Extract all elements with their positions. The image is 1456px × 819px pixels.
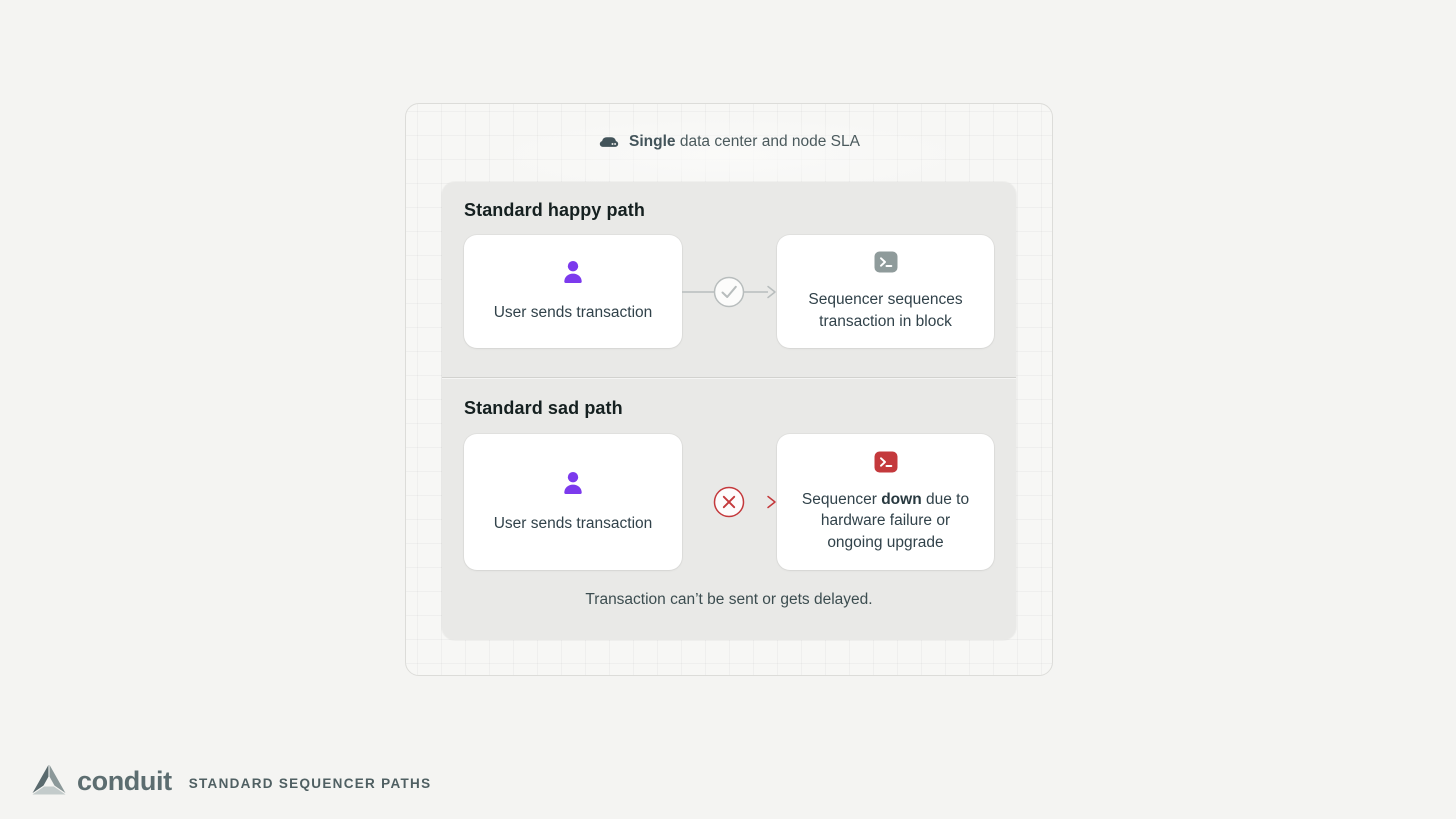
sequencer-node-label: Sequencer sequences transaction in block [808, 291, 963, 330]
sla-title-bold: Single [629, 133, 676, 150]
failure-connector [682, 434, 777, 570]
sad-flow-row: User sends transaction [464, 434, 994, 570]
user-icon [560, 470, 586, 502]
terminal-icon [874, 451, 898, 478]
diagram-card: Single data center and node SLA Standard… [405, 103, 1053, 676]
sad-path-caption: Transaction can’t be sent or gets delaye… [585, 591, 873, 608]
sla-header: Single data center and node SLA [406, 133, 1052, 151]
sad-path-section: Standard sad path User sends transaction [442, 378, 1016, 609]
label-pre: Sequencer [801, 490, 882, 508]
x-circle-icon [682, 486, 776, 518]
paths-panel: Standard happy path User sends transacti… [442, 182, 1016, 640]
sequencer-node-card: Sequencer sequences transaction in block [777, 235, 994, 348]
brand-name: conduit [77, 766, 172, 796]
sequencer-down-node-card: Sequencer down due to hardware failure o… [777, 434, 994, 570]
user-node-label: User sends transaction [493, 304, 653, 322]
sla-title-rest: data center and node SLA [675, 133, 860, 150]
terminal-icon [874, 251, 898, 278]
brand-lockup: conduit [29, 760, 172, 801]
success-connector [682, 235, 777, 348]
happy-flow-row: User sends transaction [464, 235, 994, 348]
user-node-label: User sends transaction [493, 514, 653, 532]
user-node-card: User sends transaction [464, 434, 682, 570]
user-icon [560, 259, 586, 291]
footer-tagline: STANDARD SEQUENCER PATHS [188, 775, 432, 791]
footer: conduit STANDARD SEQUENCER PATHS [29, 760, 432, 801]
label-post: due to hardware failure or ongoing upgra… [820, 490, 970, 551]
label-bold: down [881, 490, 922, 508]
sad-path-title: Standard sad path [464, 398, 623, 418]
conduit-logo-icon [29, 760, 69, 801]
check-circle-icon [682, 276, 776, 307]
happy-path-section: Standard happy path User sends transacti… [442, 182, 1016, 378]
happy-path-title: Standard happy path [464, 200, 645, 220]
hard-drive-icon [598, 134, 620, 150]
sla-title: Single data center and node SLA [629, 133, 860, 151]
user-node-card: User sends transaction [464, 235, 682, 348]
sequencer-down-node-label: Sequencer down due to hardware failure o… [792, 489, 980, 554]
